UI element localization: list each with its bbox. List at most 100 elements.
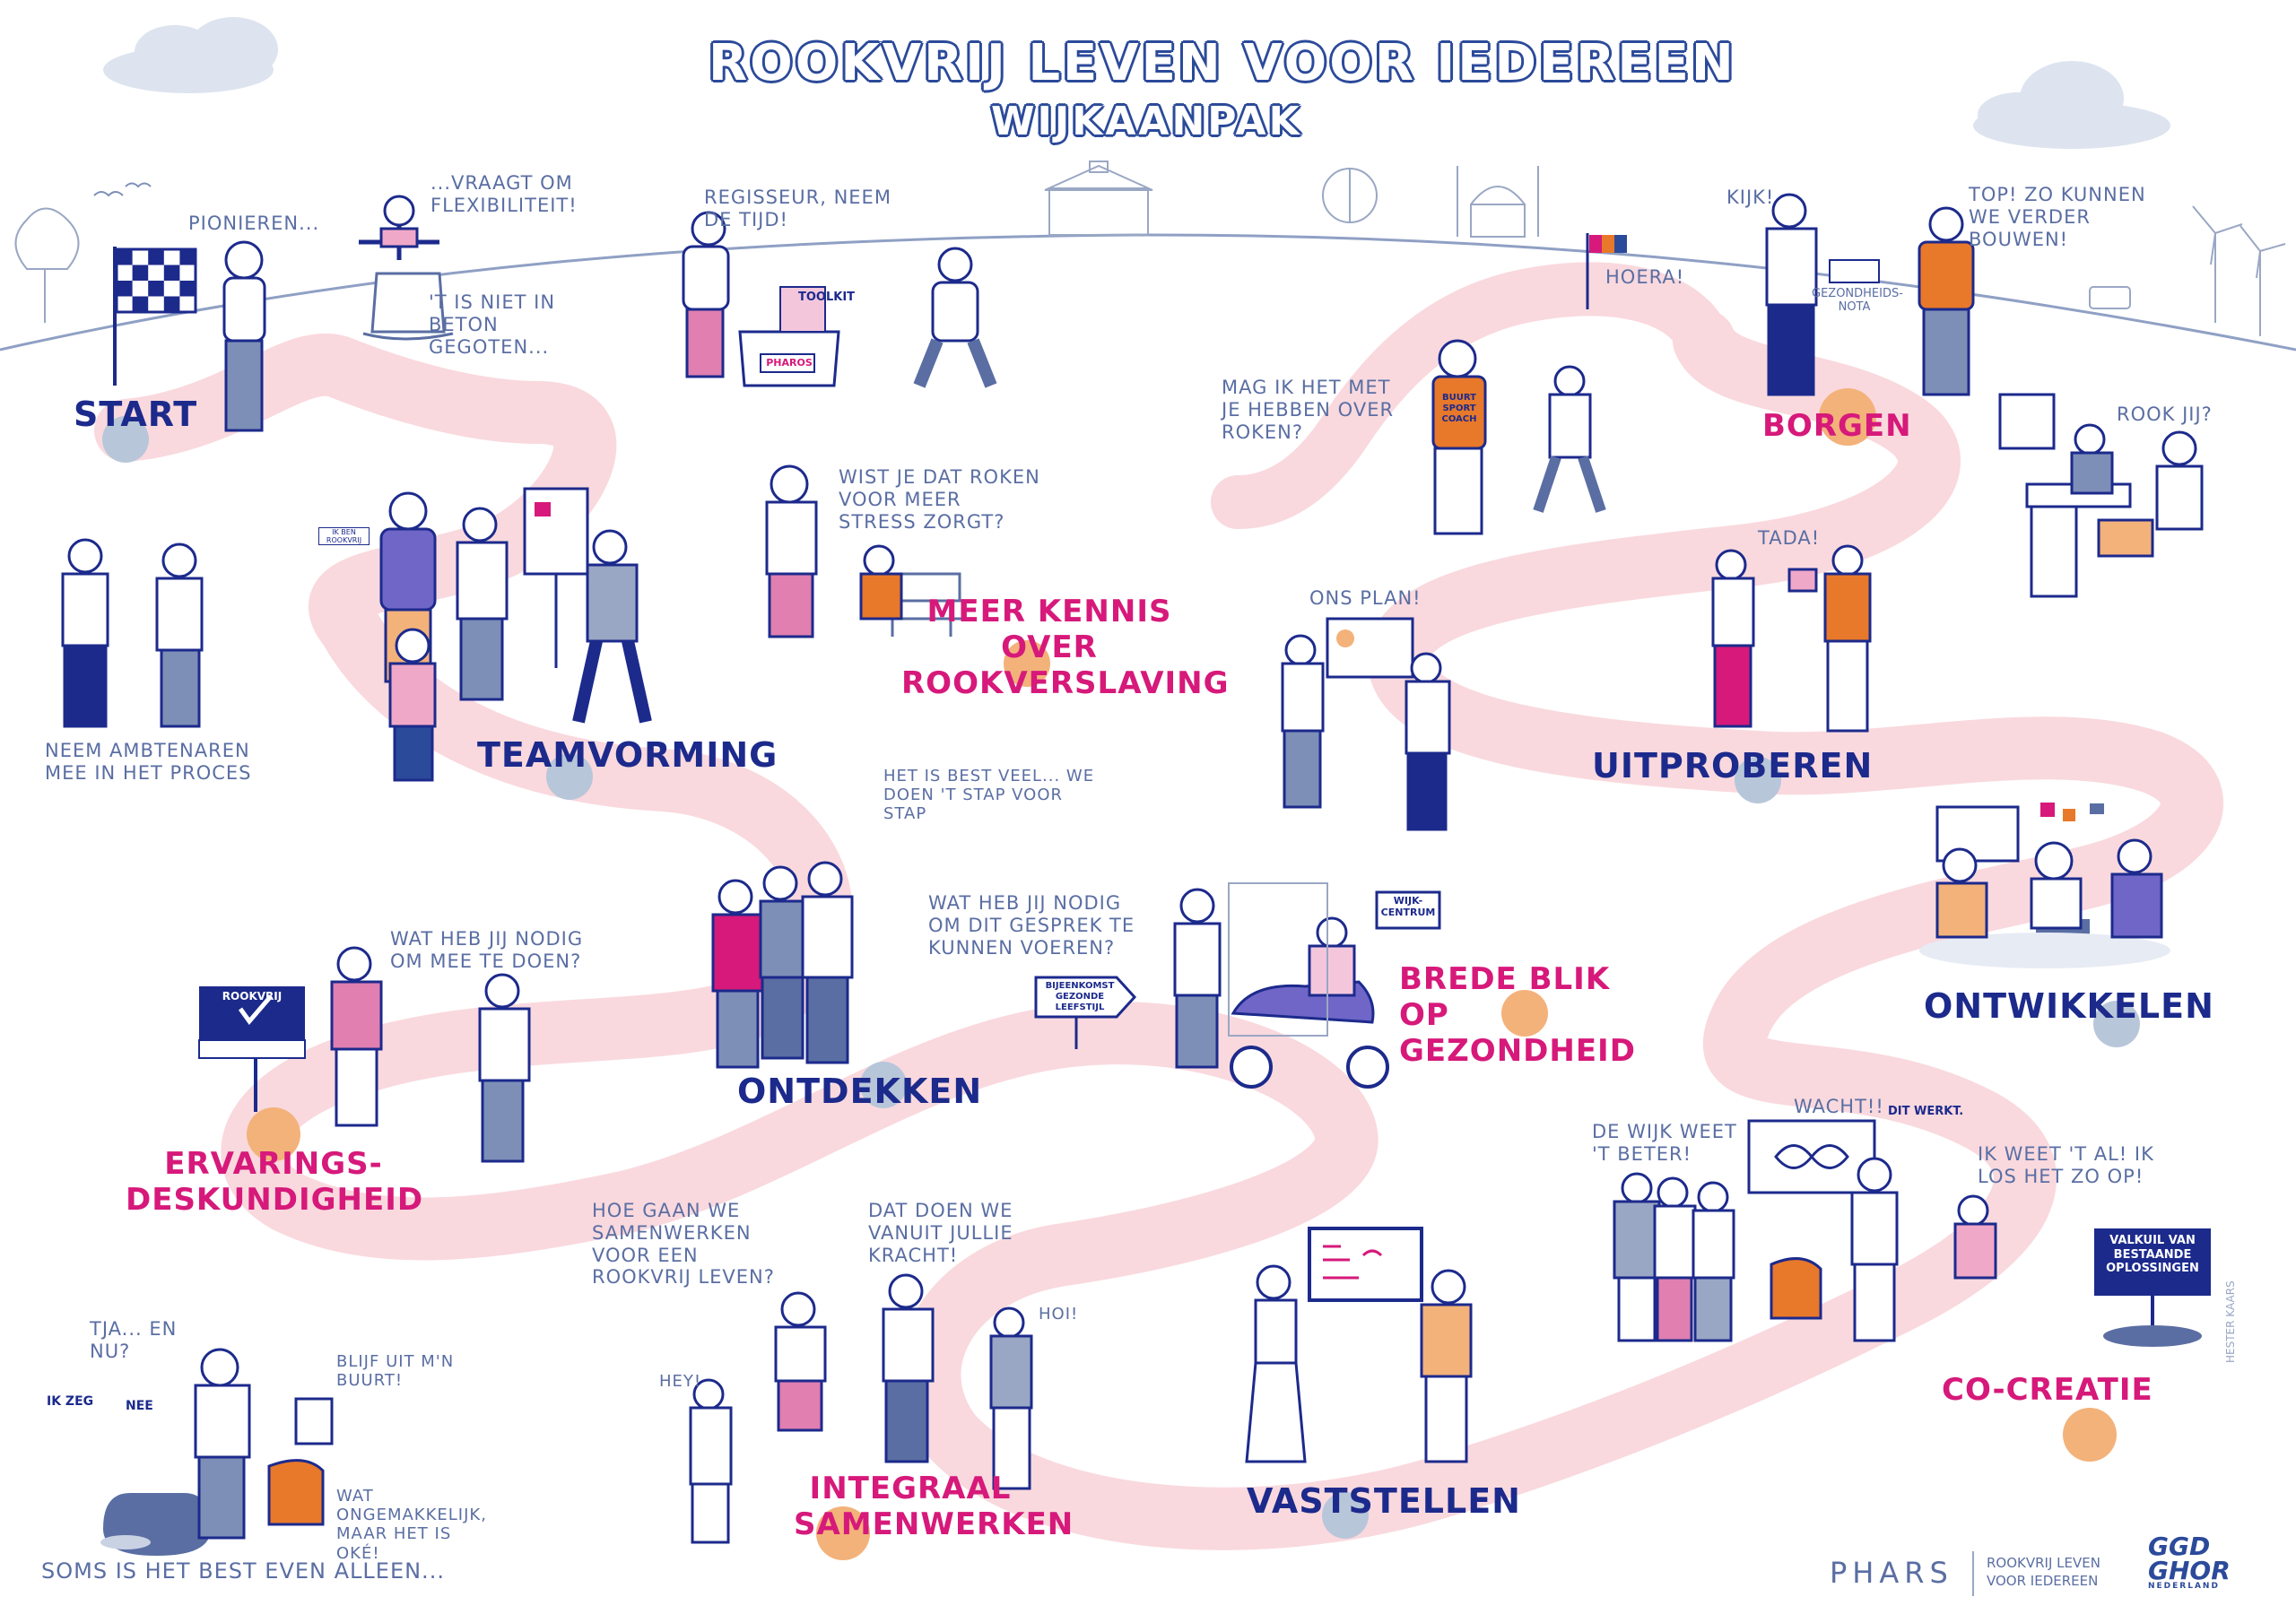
caption-nodig-gesprek: WAT HEB JIJ NODIG OM DIT GESPREK TE KUNN… [928, 892, 1135, 959]
easel-board [523, 487, 589, 668]
sign-bijeenkomst: BIJEENKOMST GEZONDE LEEFSTIJL [1045, 981, 1115, 1012]
stage-start: START [74, 395, 198, 434]
stage-markers [102, 388, 2140, 1560]
caption-mag-ik: MAG IK HET MET JE HEBBEN OVER ROKEN? [1222, 377, 1395, 443]
bijeenkomst-sign-graphic [1034, 976, 1137, 1049]
caption-hey: HEY! [659, 1372, 702, 1391]
marker-borgen [1819, 388, 1876, 446]
skyline-buildings [1044, 161, 2286, 336]
ggd-ghor-logo: GGD GHOR NEDERLAND [2148, 1532, 2231, 1592]
stage-ontdekken: ONTDEKKEN [737, 1072, 983, 1111]
checkered-flag [113, 247, 197, 386]
stage-integraal: INTEGRAAL SAMENWERKEN [794, 1471, 1074, 1543]
caption-pionieren: PIONIEREN... [188, 213, 320, 234]
caption-regisseur: REGISSEUR, NEEM DE TIJD! [704, 187, 891, 230]
caption-beton: 'T IS NIET IN BETON GEGOTEN... [429, 291, 556, 358]
toolkit-box [738, 286, 840, 387]
caption-nodig-meedoen: WAT HEB JIJ NODIG OM MEE TE DOEN? [390, 928, 584, 972]
sign-valkuil: VALKUIL VAN BESTAANDE OPLOSSINGEN [2106, 1234, 2199, 1276]
caption-tja: TJA... EN NU? [90, 1318, 178, 1362]
infinity-board [1747, 1119, 1876, 1194]
caption-tada: TADA! [1758, 527, 1821, 549]
cloud-right [1973, 61, 2170, 149]
caption-ons-plan: ONS PLAN! [1309, 587, 1422, 609]
marker-ervaring [247, 1107, 300, 1161]
birds [93, 182, 152, 197]
nederland-text: NEDERLAND [2148, 1582, 2220, 1592]
rookvrij-sign [198, 986, 306, 1112]
marker-ontdekken [860, 1062, 907, 1108]
stage-teamvorming: TEAMVORMING [477, 735, 778, 775]
valkuil-sign-graphic [2094, 1228, 2211, 1347]
marker-ontwikkelen [2093, 1001, 2140, 1047]
caption-nee: NEE [126, 1399, 153, 1413]
caption-hoera: HOERA! [1605, 266, 1685, 288]
caption-rook-jij: ROOK JIJ? [2117, 404, 2213, 425]
caption-wist-je: WIST JE DAT ROKEN VOOR MEER STRESS ZORGT… [839, 466, 1040, 533]
page-title: ROOKVRIJ LEVEN VOOR IEDEREEN [709, 34, 1736, 92]
program-logo-line2: VOOR IEDEREEN [1987, 1572, 2099, 1589]
caption-kijk: KIJK! [1726, 187, 1775, 208]
sign-sport-coach: BUURT SPORT COACH [1441, 393, 1477, 424]
pharos-logo-text: PHARS [1830, 1556, 1953, 1590]
backpack-co-creatie [1770, 1257, 1822, 1320]
stage-borgen: BORGEN [1762, 408, 1912, 444]
sign-gezondheidsnota: GEZONDHEIDS-NOTA [1812, 287, 1903, 314]
caption-top: TOP! ZO KUNNEN WE VERDER BOUWEN! [1969, 184, 2146, 250]
stage-uitproberen: UITPROBEREN [1592, 746, 1874, 785]
caption-weet-al: IK WEET 'T AL! IK LOS HET ZO OP! [1978, 1143, 2154, 1187]
marker-start [102, 416, 149, 463]
caption-neem-ambtenaren: NEEM AMBTENAREN MEE IN HET PROCES [45, 740, 252, 784]
caption-best-veel: HET IS BEST VEEL... WE DOEN 'T STAP VOOR… [883, 767, 1095, 824]
backpack-alone [267, 1459, 325, 1526]
caption-hoe-gaan: HOE GAAN WE SAMENWERKEN VOOR EEN ROOKVRI… [592, 1200, 775, 1289]
stage-ontwikkelen: ONTWIKKELEN [1924, 986, 2214, 1026]
winding-path-branch [1211, 262, 1731, 529]
gezondheidsnota-graphic [1829, 259, 1880, 283]
cloud-left [103, 17, 278, 93]
pharos-logo: PHARS [1830, 1556, 1953, 1590]
wijk-centrum-sign-graphic [1228, 882, 1441, 1037]
marker-teamvorming [546, 753, 593, 800]
sign-pharos-box: PHAROS [766, 357, 813, 369]
marker-co-creatie [2063, 1408, 2117, 1462]
program-logo: ROOKVRIJ LEVEN VOOR IEDEREEN [1987, 1555, 2100, 1590]
ggd-text: GGD [2148, 1532, 2211, 1561]
caption-vraagt: ...VRAAGT OM FLEXIBILITEIT! [430, 172, 578, 216]
hoera-flag [1586, 233, 1627, 309]
ghor-text: GHOR [2148, 1555, 2231, 1585]
caption-ongemakkelijk: WAT ONGEMAKKELIJK, MAAR HET IS OKÉ! [336, 1487, 487, 1563]
caption-blijf: BLIJF UIT M'N BUURT! [336, 1352, 455, 1391]
stage-brede-blik: BREDE BLIK OP GEZONDHEID [1399, 961, 1636, 1070]
plan-board [1326, 617, 1414, 679]
marker-brede-blik [1501, 990, 1548, 1037]
page-subtitle: WIJKAANPAK [991, 99, 1302, 144]
marker-meer-kennis [1004, 640, 1050, 687]
marker-integraal [816, 1506, 870, 1560]
people [61, 193, 2204, 1544]
sign-rookvrij: ROOKVRIJ [222, 990, 283, 1002]
tree-left [14, 207, 80, 323]
sign-dit-werkt: DIT WERKT. [1888, 1105, 1964, 1118]
caption-wijk-weet: DE WIJK WEET 'T BETER! [1592, 1121, 1737, 1165]
stage-co-creatie: CO-CREATIE [1942, 1372, 2153, 1408]
vaststellen-board [1308, 1227, 1423, 1302]
stage-ervaring: ERVARINGS-DESKUNDIGHEID [126, 1146, 424, 1219]
caption-kracht: DAT DOEN WE VANUIT JULLIE KRACHT! [868, 1200, 1013, 1266]
sign-toolkit: TOOLKIT [798, 291, 856, 304]
artist-credit: HESTER KAARS [2224, 1280, 2237, 1363]
stage-vaststellen: VASTSTELLEN [1247, 1481, 1521, 1521]
sign-ik-ben-rookvrij: IK BEN ROOKVRIJ [318, 527, 370, 545]
desk [1998, 393, 2132, 598]
tree-stump [362, 272, 454, 341]
marker-vaststellen [1322, 1492, 1369, 1539]
caption-ik-zeg: IK ZEG [47, 1394, 94, 1409]
sign-wijk-centrum: WIJK-CENTRUM [1380, 895, 1436, 919]
stage-meer-kennis: MEER KENNIS OVER ROOKVERSLAVING [901, 594, 1230, 702]
money-bag [100, 1493, 211, 1556]
caption-soms: SOMS IS HET BEST EVEN ALLEEN... [41, 1558, 445, 1584]
caption-wacht: WACHT!! [1794, 1096, 1884, 1117]
program-logo-line1: ROOKVRIJ LEVEN [1987, 1555, 2100, 1571]
marker-uitproberen [1735, 757, 1781, 803]
